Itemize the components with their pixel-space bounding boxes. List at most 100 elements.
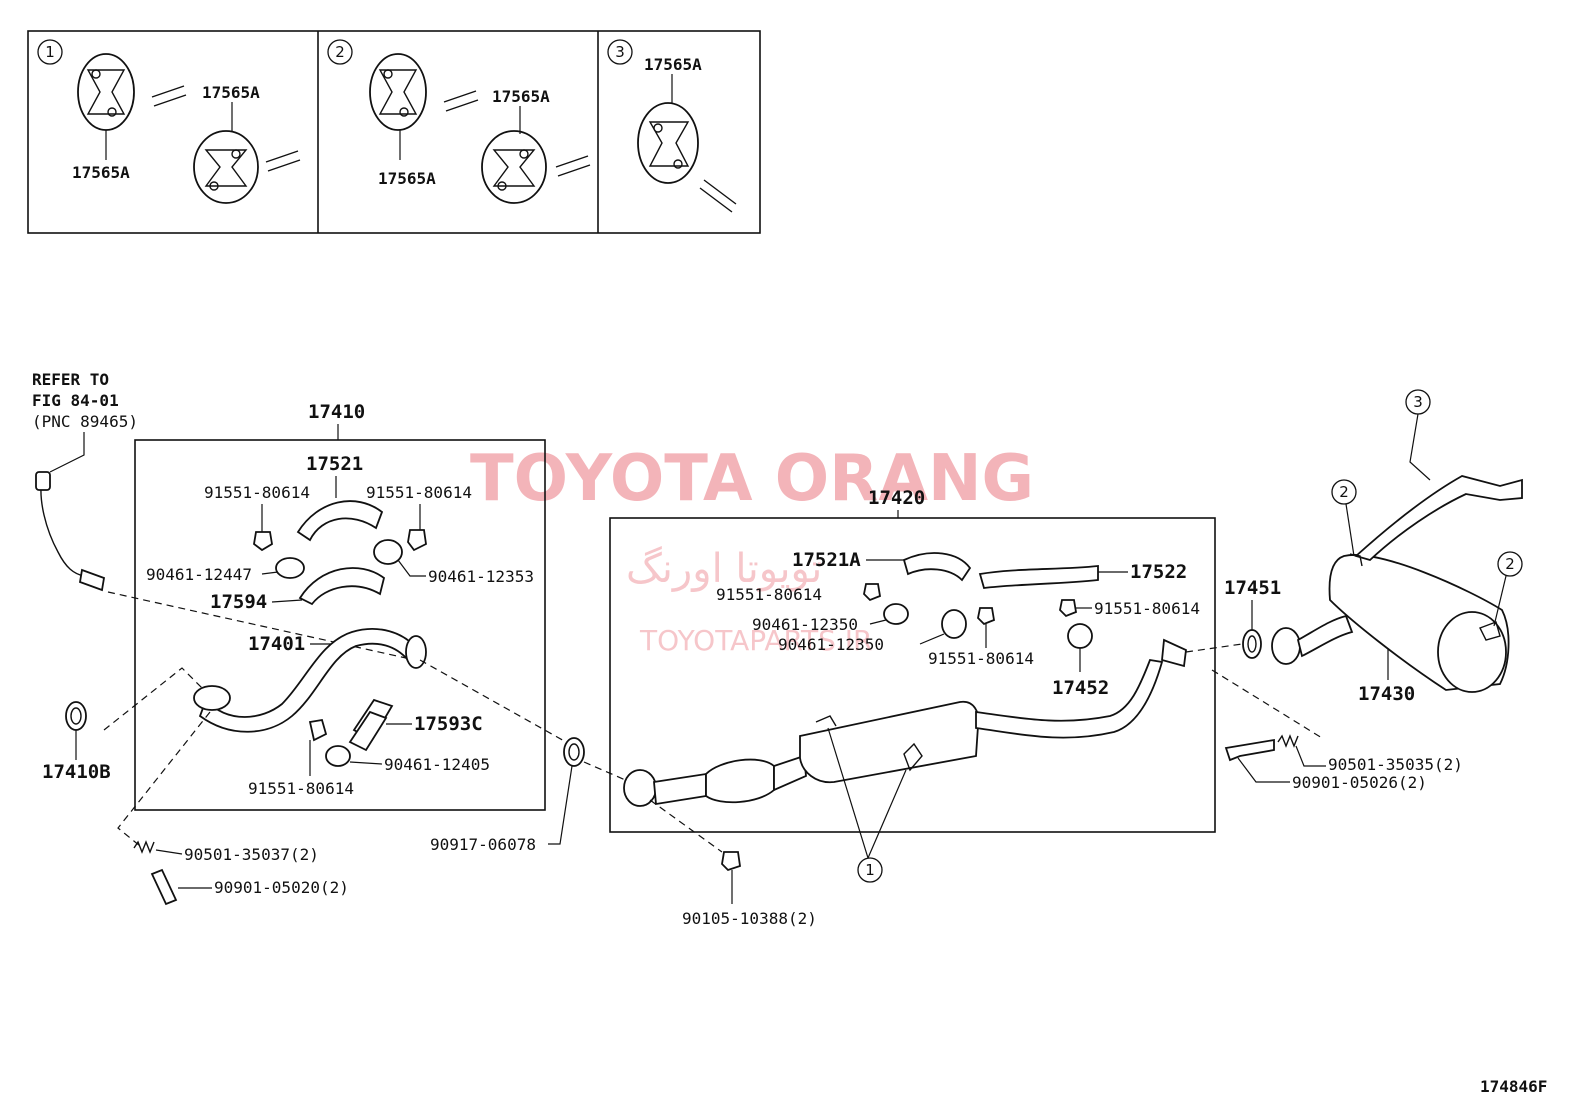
- hanger-rubber-icon: [637, 102, 699, 184]
- oxygen-sensor-area: REFER TO FIG 84-01 (PNC 89465): [32, 370, 416, 661]
- spring-icon: [1277, 734, 1299, 748]
- part-label-17565a: 17565A: [202, 83, 260, 102]
- bolt-icon: [407, 529, 427, 552]
- leader-line: [1409, 413, 1431, 481]
- callout-3-text: 3: [615, 43, 625, 61]
- group-17410: 17410 17521 91551-80614 91551-80614 9046…: [103, 401, 546, 847]
- part-label-17401: 17401: [248, 633, 305, 655]
- tail-pipe-icon: [1354, 475, 1523, 562]
- gasket-90917-06078: 90917-06078: [419, 659, 631, 854]
- leader-line: [1295, 745, 1326, 767]
- hanger-rubber-icon: [369, 53, 427, 131]
- leader-line: [271, 599, 303, 603]
- bolt-icon: [1059, 599, 1078, 618]
- inset-frame: [27, 30, 761, 234]
- hanger-rod-icon: [699, 179, 737, 213]
- callout-circle-2: [327, 39, 353, 65]
- hanger-rod-icon: [265, 150, 301, 172]
- leader-line: [49, 432, 85, 473]
- figure-id: 174846F: [1480, 1077, 1547, 1096]
- watermark-brand: TOYOTA ORANG: [470, 442, 1034, 516]
- clamp-icon: [325, 745, 351, 767]
- heat-insulator-icon: [298, 567, 386, 606]
- callout-2-text: 2: [1505, 555, 1515, 573]
- part-label-17594: 17594: [210, 591, 267, 613]
- dashed-guide: [107, 591, 416, 661]
- part-label-17593c: 17593C: [414, 713, 483, 735]
- sensor-wire-icon: [40, 477, 85, 577]
- leader-line: [1493, 575, 1507, 627]
- hanger-rubber-icon: [481, 130, 547, 204]
- gasket-icon: [1242, 629, 1262, 659]
- bolt-icon: [308, 718, 328, 742]
- bolt-icon: [1224, 738, 1275, 762]
- muffler-bracket-icon: [1479, 621, 1501, 641]
- center-muffler-icon: [799, 700, 980, 784]
- part-label-90901-05026: 90901-05026(2): [1292, 773, 1427, 792]
- part-label-17565a: 17565A: [378, 169, 436, 188]
- callout-circle-3: [607, 39, 633, 65]
- callout-1-text: 1: [865, 861, 875, 879]
- part-label-90461-12353: 90461-12353: [428, 567, 534, 586]
- pipe-flange-icon: [405, 635, 427, 669]
- gasket-icon: [65, 701, 87, 731]
- callout-circle-1: [37, 39, 63, 65]
- leader-line: [869, 619, 887, 625]
- hanger-rod-icon: [151, 85, 187, 107]
- part-label-17522: 17522: [1130, 561, 1187, 583]
- bolt-icon: [150, 868, 178, 906]
- leader-line: [349, 761, 383, 765]
- part-label-90105-10388: 90105-10388(2): [682, 909, 817, 928]
- bolt-icon: [977, 607, 996, 626]
- leader-line: [261, 571, 279, 575]
- reference-line-1: REFER TO: [32, 370, 109, 389]
- group-box-17420: [609, 517, 1216, 833]
- part-label-91551-80614: 91551-80614: [1094, 599, 1200, 618]
- callout-circle-1: [857, 857, 883, 883]
- callout-2-text: 2: [1339, 483, 1349, 501]
- clamp-icon: [941, 609, 967, 639]
- heat-insulator-icon: [902, 552, 972, 582]
- part-label-17521: 17521: [306, 453, 363, 475]
- leader-line: [397, 559, 426, 577]
- part-label-17565a: 17565A: [492, 87, 550, 106]
- pipe-flange-icon: [1271, 627, 1301, 665]
- part-label-91551-80614: 91551-80614: [248, 779, 354, 798]
- group-label-17420: 17420: [868, 487, 925, 509]
- part-label-90917-06078: 90917-06078: [430, 835, 536, 854]
- leader-line: [155, 849, 183, 855]
- pipe-flange-icon: [1161, 638, 1187, 668]
- part-label-91551-80614: 91551-80614: [366, 483, 472, 502]
- dashed-guide: [583, 761, 631, 783]
- part-label-17410b: 17410B: [42, 761, 111, 783]
- center-pipe-icon: [653, 772, 707, 806]
- bolt-icon: [721, 851, 741, 872]
- part-label-17565a: 17565A: [72, 163, 130, 182]
- leader-line: [548, 765, 573, 845]
- heat-insulator-icon: [978, 565, 1099, 589]
- dashed-guide: [117, 711, 211, 847]
- callout-3-text: 3: [1413, 393, 1423, 411]
- front-fasteners: 90501-35037(2) 90901-05020(2): [133, 840, 349, 906]
- bolt-icon: [863, 583, 882, 602]
- part-label-91551-80614: 91551-80614: [928, 649, 1034, 668]
- watermark-url: TOYOTAPARTS.IR: [639, 624, 872, 657]
- support-bracket-icon: [348, 710, 388, 752]
- callout-2-text: 2: [335, 43, 345, 61]
- part-label-17521a: 17521A: [792, 549, 861, 571]
- part-label-91551-80614: 91551-80614: [716, 585, 822, 604]
- clamp-icon: [275, 557, 305, 579]
- callout-circle-2: [1331, 479, 1357, 505]
- intermediate-pipe-icon: [975, 658, 1164, 739]
- spring-icon: [133, 840, 155, 854]
- part-label-90461-12405: 90461-12405: [384, 755, 490, 774]
- callout-1-text: 1: [45, 43, 55, 61]
- clamp-icon: [373, 539, 403, 565]
- part-label-90901-05020: 90901-05020(2): [214, 878, 349, 897]
- dashed-guide: [103, 667, 205, 731]
- part-label-17451: 17451: [1224, 577, 1281, 599]
- center-pipe-icon: [773, 754, 807, 792]
- group-box-17410: [134, 439, 546, 811]
